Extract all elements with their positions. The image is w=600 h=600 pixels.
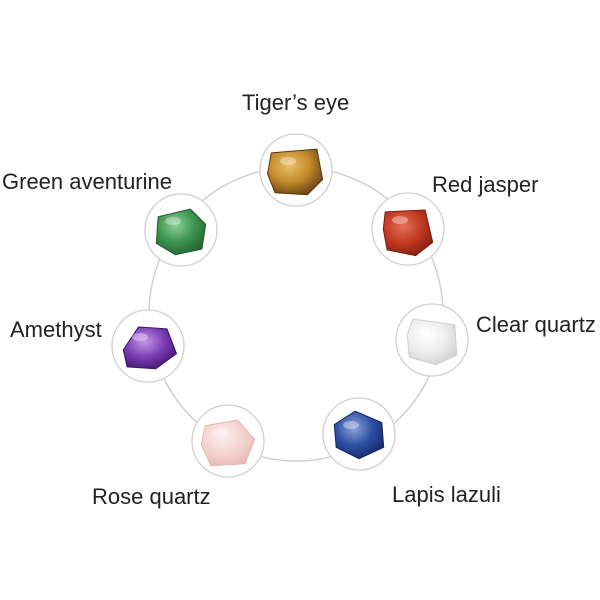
label-clear-quartz: Clear quartz [476,312,596,337]
label-lapis-lazuli: Lapis lazuli [392,482,501,507]
stone-node-rose-quartz [191,404,265,478]
stone-tigers-eye-icon [267,148,324,196]
stone-lapis-lazuli-icon [333,410,385,460]
stone-highlight [165,217,181,225]
stone-rose-quartz-icon [200,419,256,467]
stone-highlight [392,216,408,224]
stone-highlight [416,327,432,335]
label-green-aventurine: Green aventurine [2,169,172,194]
stone-green-aventurine-icon [155,208,207,256]
stone-highlight [132,333,148,341]
stone-highlight [343,421,359,429]
stone-node-clear-quartz [395,303,469,377]
stone-node-green-aventurine [144,193,218,267]
label-red-jasper: Red jasper [432,172,539,197]
stone-node-tigers-eye [259,133,333,207]
label-tigers-eye: Tiger’s eye [242,90,350,115]
stone-clear-quartz-icon [406,318,458,366]
stone-red-jasper-icon [382,209,434,257]
stone-amethyst-icon [122,326,177,370]
stone-node-red-jasper [371,192,445,266]
stone-node-amethyst [111,309,185,383]
stone-node-lapis-lazuli [322,397,396,471]
label-rose-quartz: Rose quartz [92,484,211,509]
stone-highlight [212,428,228,436]
label-amethyst: Amethyst [10,317,102,342]
stone-highlight [280,157,296,165]
